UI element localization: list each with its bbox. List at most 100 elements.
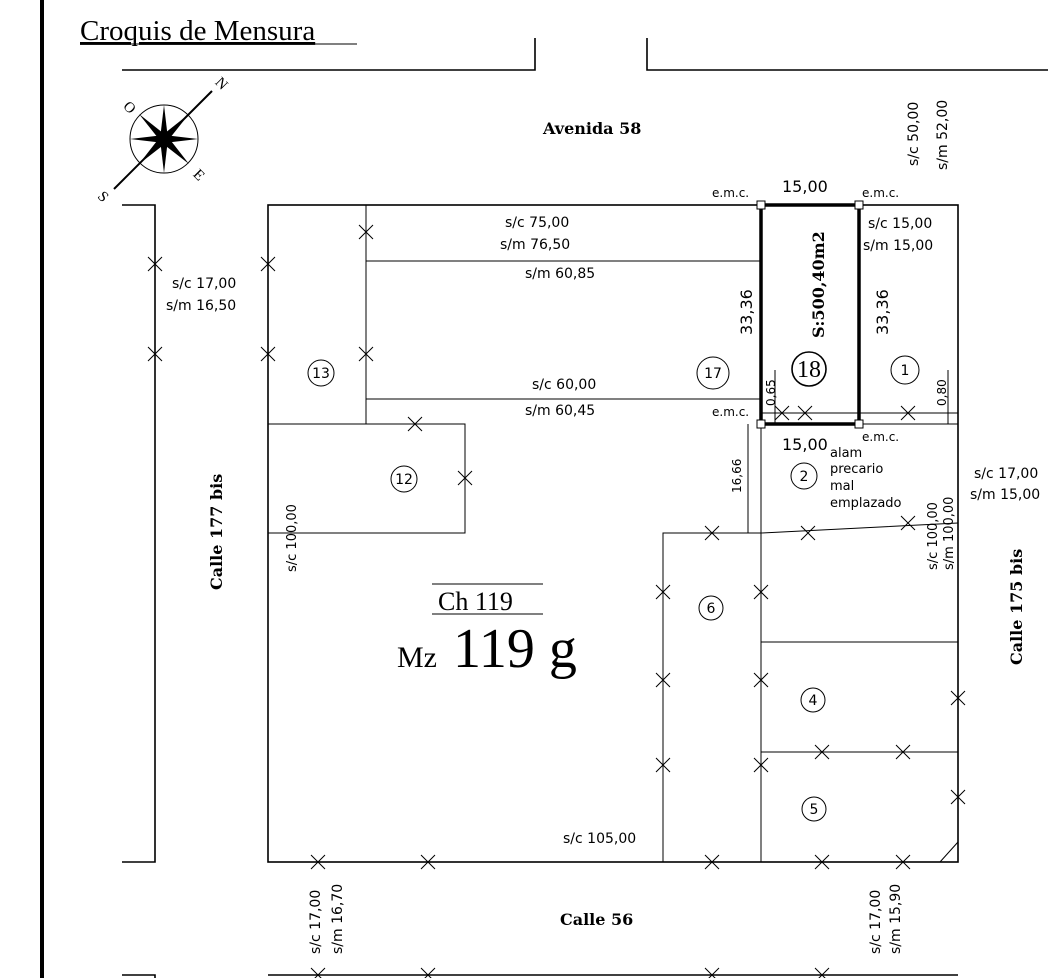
fence-cross-icon: [420, 967, 436, 978]
fence-cross-icon: [407, 416, 423, 432]
svg-text:s/c 75,00: s/c 75,00: [505, 215, 569, 231]
lot-number: 5: [810, 802, 819, 818]
svg-text:0,65: 0,65: [764, 379, 778, 406]
svg-text:s/c 105,00: s/c 105,00: [563, 831, 636, 847]
fence-cross-icon: [814, 967, 830, 978]
svg-text:s/m 15,00: s/m 15,00: [970, 487, 1040, 503]
svg-text:33,36: 33,36: [873, 289, 892, 335]
street-right: Calle 175 bis: [1007, 549, 1026, 665]
lot-circle: [791, 351, 827, 387]
street-left: Calle 177 bis: [207, 474, 226, 590]
fence-cross-icon: [655, 584, 671, 600]
svg-text:s/c 17,00: s/c 17,00: [974, 466, 1038, 482]
fence-cross-icon: [310, 854, 326, 870]
svg-text:N: N: [212, 75, 231, 94]
svg-text:mal: mal: [830, 479, 854, 494]
fence-cross-icon: [797, 405, 813, 421]
lot-circle: [800, 687, 826, 713]
svg-text:O: O: [120, 99, 139, 118]
svg-text:S: S: [94, 189, 111, 206]
svg-text:s/c 17,00: s/c 17,00: [308, 890, 324, 954]
svg-text:s/m 76,50: s/m 76,50: [500, 237, 570, 253]
street-lines: [122, 38, 1048, 978]
fence-cross-icon: [895, 744, 911, 760]
fence-cross-icon: [358, 224, 374, 240]
svg-text:33,36: 33,36: [737, 289, 756, 335]
fence-cross-icon: [753, 672, 769, 688]
fence-cross-icon: [420, 854, 436, 870]
lot-circle: [790, 462, 818, 490]
svg-text:e.m.c.: e.m.c.: [862, 186, 899, 200]
fence-cross-icon: [655, 672, 671, 688]
svg-text:E: E: [190, 167, 208, 185]
svg-text:emplazado: emplazado: [830, 496, 902, 511]
svg-text:s/m 60,85: s/m 60,85: [525, 266, 595, 282]
svg-text:15,00: 15,00: [782, 435, 828, 454]
lot-18-outline: [759, 203, 861, 426]
fence-cross-icon: [147, 346, 163, 362]
fence-cross-icon: [260, 256, 276, 272]
circunscripcion-label: Ch 119: [438, 587, 513, 616]
lot-number: 4: [809, 693, 818, 709]
lot-circle: [390, 465, 418, 493]
svg-text:s/c 17,00: s/c 17,00: [868, 890, 884, 954]
svg-text:s/c 100,00: s/c 100,00: [926, 502, 941, 570]
fence-cross-icon: [895, 854, 911, 870]
fence-cross-icon: [814, 744, 830, 760]
svg-text:s/c 17,00: s/c 17,00: [172, 276, 236, 292]
lot-circle: [801, 796, 827, 822]
svg-text:precario: precario: [830, 462, 883, 477]
svg-text:s/m 16,70: s/m 16,70: [330, 884, 346, 954]
svg-text:e.m.c.: e.m.c.: [862, 430, 899, 444]
fence-cross-icon: [358, 346, 374, 362]
lot-circle: [698, 595, 724, 621]
svg-text:s/c 50,00: s/c 50,00: [906, 102, 922, 166]
svg-text:15,00: 15,00: [782, 177, 828, 196]
lot-number: 17: [704, 366, 722, 382]
svg-text:s/m 100,00: s/m 100,00: [942, 497, 957, 570]
lot-18-area: S:500,40m2: [809, 231, 828, 338]
lot-number: 1: [901, 363, 910, 379]
lot-number: 12: [395, 472, 413, 488]
svg-text:s/m 15,90: s/m 15,90: [888, 884, 904, 954]
fence-cross-icon: [753, 757, 769, 773]
svg-text:0,80: 0,80: [935, 379, 949, 406]
svg-text:e.m.c.: e.m.c.: [712, 186, 749, 200]
fence-cross-icon: [147, 256, 163, 272]
svg-text:s/m 60,45: s/m 60,45: [525, 403, 595, 419]
svg-text:e.m.c.: e.m.c.: [712, 405, 749, 419]
fence-cross-icon: [900, 405, 916, 421]
svg-text:16,66: 16,66: [730, 459, 744, 493]
fence-cross-icon: [814, 854, 830, 870]
fence-cross-icon: [457, 470, 473, 486]
fence-cross-icon: [800, 525, 816, 541]
street-top: Avenida 58: [542, 119, 641, 138]
lot-circle: [307, 359, 335, 387]
manzana-prefix: Mz: [397, 641, 437, 674]
fence-cross-icon: [950, 789, 966, 805]
fence-cross-icon: [753, 584, 769, 600]
lot-number: 18: [797, 357, 821, 383]
fence-cross-icon: [310, 967, 326, 978]
svg-text:s/m 16,50: s/m 16,50: [166, 298, 236, 314]
svg-text:s/c 60,00: s/c 60,00: [532, 377, 596, 393]
fence-marks: [147, 224, 966, 978]
fence-cross-icon: [774, 405, 790, 421]
street-bottom: Calle 56: [560, 910, 633, 929]
svg-text:s/c 15,00: s/c 15,00: [868, 216, 932, 232]
svg-text:s/m 15,00: s/m 15,00: [863, 238, 933, 254]
lot-circle: [696, 356, 730, 390]
svg-text:s/c 100,00: s/c 100,00: [285, 504, 300, 572]
fence-cross-icon: [704, 967, 720, 978]
fence-cross-icon: [655, 757, 671, 773]
lot-number: 13: [312, 366, 330, 382]
compass-rose-icon: N S E O: [94, 75, 231, 206]
lot-number: 2: [800, 469, 809, 485]
fence-cross-icon: [704, 525, 720, 541]
fence-cross-icon: [950, 690, 966, 706]
block-outline: [267, 204, 959, 863]
emc-markers: [756, 200, 864, 429]
svg-text:s/m 52,00: s/m 52,00: [935, 100, 951, 170]
